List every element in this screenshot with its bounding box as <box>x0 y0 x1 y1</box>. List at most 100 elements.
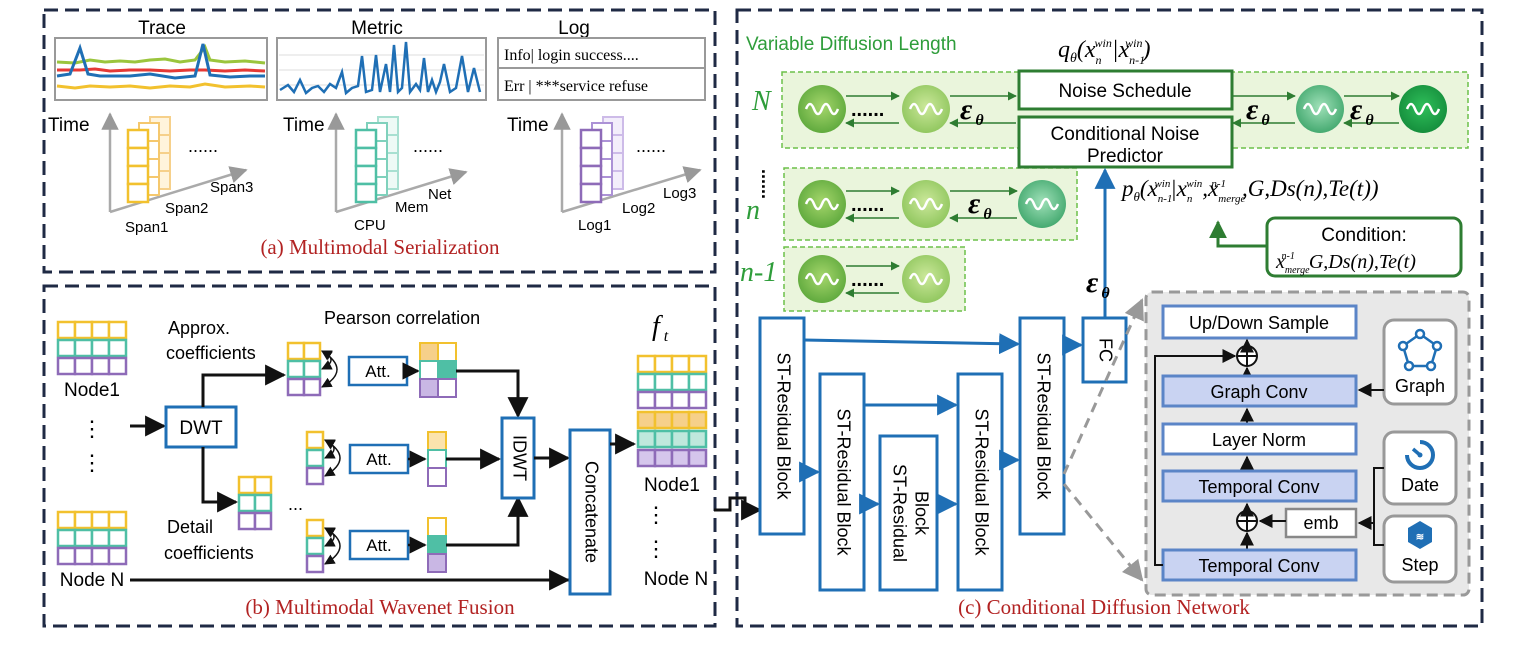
concatenate-box <box>568 428 612 596</box>
step-label: Step <box>1401 555 1438 575</box>
updown-sample-label: Up/Down Sample <box>1189 313 1329 333</box>
att-label-3: Att. <box>366 536 392 555</box>
graph-conv-label: Graph Conv <box>1210 382 1307 402</box>
detail-coeff-grid-1 <box>305 430 325 486</box>
idwt-label: IDWT <box>509 435 529 481</box>
temporal-conv-label-bottom: Temporal Conv <box>1198 556 1319 576</box>
log-stack: Time ...... Log1 Log2 Log3 <box>507 112 702 234</box>
node1-label: Node1 <box>64 380 120 401</box>
trace-axis-3: Span3 <box>210 179 253 196</box>
metric-title: Metric <box>351 18 403 39</box>
att-box-1 <box>347 355 409 387</box>
panel-c-caption: (c) Conditional Diffusion Network <box>958 595 1250 619</box>
st-residual-block-3 <box>878 434 939 592</box>
p-formula: pθ(xn-1win|xnwin,xmergen-1,G,Ds(n),Te(t)… <box>1120 176 1379 205</box>
approx-coeff-grid <box>286 341 322 397</box>
log-axis-2: Log2 <box>622 200 655 217</box>
row-label-n-minus-1: n-1 <box>740 257 777 288</box>
temporal-conv-box-bottom <box>1161 548 1358 582</box>
st-residual-block-4 <box>956 372 1004 592</box>
panel-c-border <box>735 8 1484 628</box>
detail-dots: ... <box>288 494 303 514</box>
log-axis-1: Log1 <box>578 217 611 234</box>
detail-coeff-grid-main <box>237 475 273 531</box>
noise-schedule-label: Noise Schedule <box>1058 81 1191 102</box>
trace-line-green <box>56 43 266 65</box>
st-residual-label-4: ST-Residual Block <box>971 408 991 556</box>
metric-axis-2: Mem <box>395 199 428 216</box>
nodeN-grid <box>56 510 128 566</box>
detail-coefficients-label: coefficients <box>164 543 254 563</box>
trace-axis-2: Span2 <box>165 200 208 217</box>
st-residual-block-5 <box>1018 316 1066 536</box>
st-residual-label-3b: Block <box>911 491 931 536</box>
panel-b-border <box>42 284 717 628</box>
output-nodeN-label: Node N <box>644 569 708 590</box>
temporal-conv-box-top <box>1161 469 1358 503</box>
q-formula: qθ(xnwin|xn-1win) <box>1058 36 1150 67</box>
row-n-minus-1-chain: ...... <box>798 255 950 303</box>
trace-time-label: Time <box>48 115 90 136</box>
date-label: Date <box>1401 475 1439 495</box>
chain-dots-n: ...... <box>851 194 884 216</box>
graph-icon <box>1397 328 1443 372</box>
zoom-line-top <box>1062 298 1144 475</box>
log-time-label: Time <box>507 115 549 136</box>
zoom-line-bottom <box>1062 483 1144 582</box>
panel-b: Node1 ⋮ ⋮ Node N DWT Approx. coefficient… <box>56 308 708 619</box>
approx-coefficients-label: coefficients <box>166 343 256 363</box>
b-to-c-arrow <box>714 496 763 521</box>
trace-title: Trace <box>138 18 186 39</box>
att-label-2: Att. <box>366 450 392 469</box>
updown-sample-box <box>1161 304 1358 340</box>
fc-box <box>1081 316 1128 384</box>
fc-label: FC <box>1095 338 1115 362</box>
metric-axis-3: Net <box>428 186 452 203</box>
metric-stack: Time ...... CPU Mem Net <box>283 112 468 234</box>
pearson-label: Pearson correlation <box>324 308 480 328</box>
trace-line-blue <box>56 43 265 80</box>
date-to-emb-connector <box>1357 467 1384 530</box>
dwt-label: DWT <box>179 418 223 439</box>
log-title: Log <box>558 18 590 39</box>
concatenate-label: Concatenate <box>581 461 601 563</box>
panel-c: Variable Diffusion Length qθ(xnwin|xn-1w… <box>740 34 1471 619</box>
node-vdots-2: ⋮ <box>81 450 103 475</box>
output-node1-grid <box>636 354 708 468</box>
row-label-dots: ...... <box>758 169 778 199</box>
row-label-n: n <box>746 195 760 226</box>
att-out-grid-3 <box>427 517 447 573</box>
graph-label: Graph <box>1395 376 1445 396</box>
detail-coeff-grid-2 <box>305 518 325 574</box>
panel-a: Trace Metric Log Info| login success....… <box>48 18 706 259</box>
noise-predictor-box <box>1017 115 1234 169</box>
log-axis-3: Log3 <box>663 185 696 202</box>
node-vdots-1: ⋮ <box>81 416 103 441</box>
metric-dots: ...... <box>413 136 443 156</box>
trace-line-red <box>57 67 266 73</box>
trace-stack: Time ...... Span1 Span2 Span3 <box>48 112 253 236</box>
att-out-grid-1 <box>419 342 457 398</box>
panel-b-caption: (b) Multimodal Wavenet Fusion <box>245 595 515 619</box>
metric-axis-1: CPU <box>354 217 386 234</box>
noise-schedule-box <box>1017 69 1234 111</box>
temporal-conv-label-top: Temporal Conv <box>1198 477 1319 497</box>
dwt-box <box>164 405 238 449</box>
log-line-2: Err | ***service refuse <box>504 78 648 95</box>
metric-time-label: Time <box>283 115 325 136</box>
emb-box <box>1284 507 1358 539</box>
att-box-2 <box>348 443 410 475</box>
chain-dots-N: ...... <box>851 99 884 121</box>
trace-dots: ...... <box>188 136 218 156</box>
att-out-grid-2 <box>427 431 447 487</box>
step-icon: ≋ <box>1408 521 1432 549</box>
layer-norm-label: Layer Norm <box>1212 430 1306 450</box>
